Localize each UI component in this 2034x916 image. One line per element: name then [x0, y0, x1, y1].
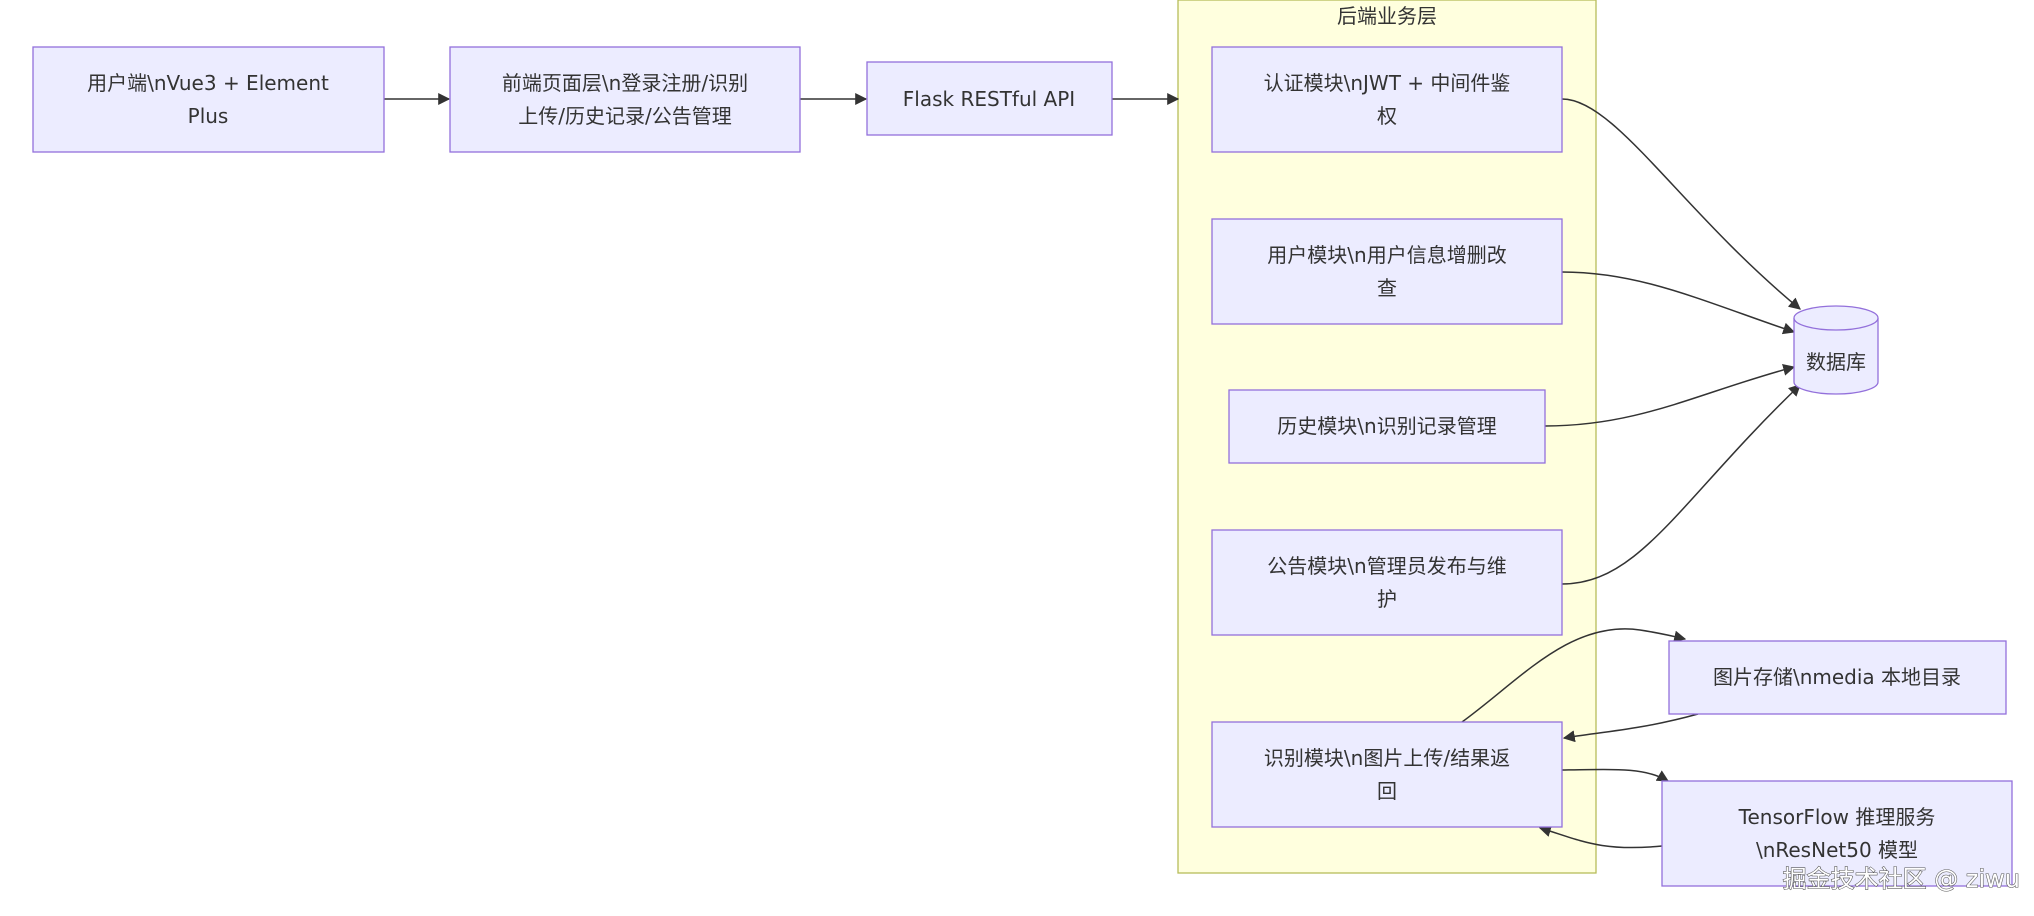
node-database-label: 数据库 — [1806, 350, 1866, 374]
edge-notice-to-database — [1561, 384, 1801, 585]
node-tensorflow-line-2: \nResNet50 模型 — [1756, 838, 1918, 862]
edge-tensorflow-to-recognize — [1538, 825, 1663, 849]
node-frontend-line-1: 前端页面层\n登录注册/识别 — [502, 71, 748, 95]
edge-storage-to-recognize — [1562, 713, 1699, 743]
node-api-label: Flask RESTful API — [903, 87, 1075, 111]
node-storage: 图片存储\nmedia 本地目录 — [1668, 640, 2007, 715]
edge-user-to-database — [1561, 271, 1796, 335]
node-user-line-1: 用户模块\n用户信息增删改 — [1267, 243, 1506, 267]
node-storage-label: 图片存储\nmedia 本地目录 — [1713, 665, 1961, 689]
node-client-line-2: Plus — [188, 104, 229, 128]
edge-recognize-to-storage — [1461, 628, 1687, 723]
edge-recognize-to-tensorflow — [1561, 768, 1670, 782]
node-auth: 认证模块\nJWT + 中间件鉴 权 — [1211, 46, 1563, 153]
node-tensorflow-line-1: TensorFlow 推理服务 — [1738, 805, 1936, 829]
node-user: 用户模块\n用户信息增删改 查 — [1211, 218, 1563, 325]
node-database: 数据库 — [1793, 305, 1879, 395]
node-notice-line-1: 公告模块\n管理员发布与维 — [1267, 554, 1506, 578]
node-frontend-line-2: 上传/历史记录/公告管理 — [518, 104, 731, 128]
node-tensorflow: TensorFlow 推理服务 \nResNet50 模型 — [1661, 780, 2013, 887]
node-auth-line-2: 权 — [1377, 104, 1397, 128]
node-notice-line-2: 护 — [1377, 587, 1397, 611]
node-user-line-2: 查 — [1377, 276, 1397, 300]
node-auth-line-1: 认证模块\nJWT + 中间件鉴 — [1264, 71, 1511, 95]
node-notice: 公告模块\n管理员发布与维 护 — [1211, 529, 1563, 636]
node-frontend: 前端页面层\n登录注册/识别 上传/历史记录/公告管理 — [449, 46, 801, 153]
edges — [384, 93, 1801, 849]
watermark: 掘金技术社区 @ ziwu — [1783, 865, 2020, 893]
edge-history-to-database — [1544, 363, 1796, 427]
node-recognize-line-2: 回 — [1377, 779, 1397, 803]
node-api: Flask RESTful API — [866, 61, 1113, 136]
node-client: 用户端\nVue3 + Element Plus — [32, 46, 385, 153]
node-recognize-line-1: 识别模块\n图片上传/结果返 — [1264, 746, 1510, 770]
node-history: 历史模块\n识别记录管理 — [1228, 389, 1546, 464]
backend-layer-title: 后端业务层 — [1337, 4, 1437, 28]
edge-auth-to-database — [1561, 98, 1801, 310]
node-history-label: 历史模块\n识别记录管理 — [1277, 414, 1496, 438]
node-recognize: 识别模块\n图片上传/结果返 回 — [1211, 721, 1563, 828]
node-client-line-1: 用户端\nVue3 + Element — [87, 71, 329, 95]
